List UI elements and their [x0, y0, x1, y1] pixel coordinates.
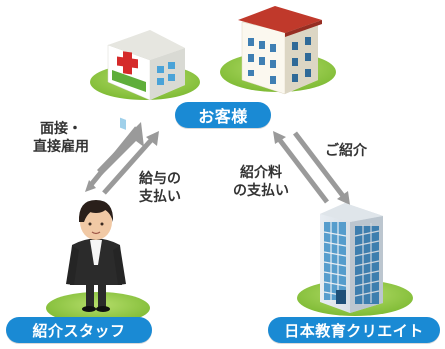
school-building-icon: [220, 6, 336, 95]
company-label: 日本教育クリエイト: [268, 317, 440, 343]
edge-label-line: 面接・: [40, 121, 82, 137]
edge-label-salary-payment: 給与の 支払い: [130, 170, 190, 206]
arrow-salary: [102, 131, 159, 195]
arrow-fee: [273, 131, 329, 204]
office-tower-icon: [297, 203, 413, 316]
edge-label-line: 直接雇用: [33, 139, 89, 155]
edge-label-line: の支払い: [233, 183, 289, 199]
edge-label-introduction: ご紹介: [325, 143, 367, 159]
arrow-introduction: [293, 131, 350, 205]
staff-label: 紹介スタッフ: [6, 317, 152, 343]
edge-label-fee-payment: 紹介料 の支払い: [225, 164, 297, 200]
customer-label: お客様: [175, 102, 271, 128]
staff-person-icon: [46, 200, 150, 324]
edge-label-line: 支払い: [139, 189, 181, 205]
edge-label-line: 給与の: [139, 171, 181, 187]
edge-label-line: 紹介料: [240, 165, 282, 181]
edge-label-interview-employ: 面接・ 直接雇用: [26, 120, 96, 156]
hospital-icon: [90, 30, 200, 130]
arrow-interview: [85, 122, 144, 192]
